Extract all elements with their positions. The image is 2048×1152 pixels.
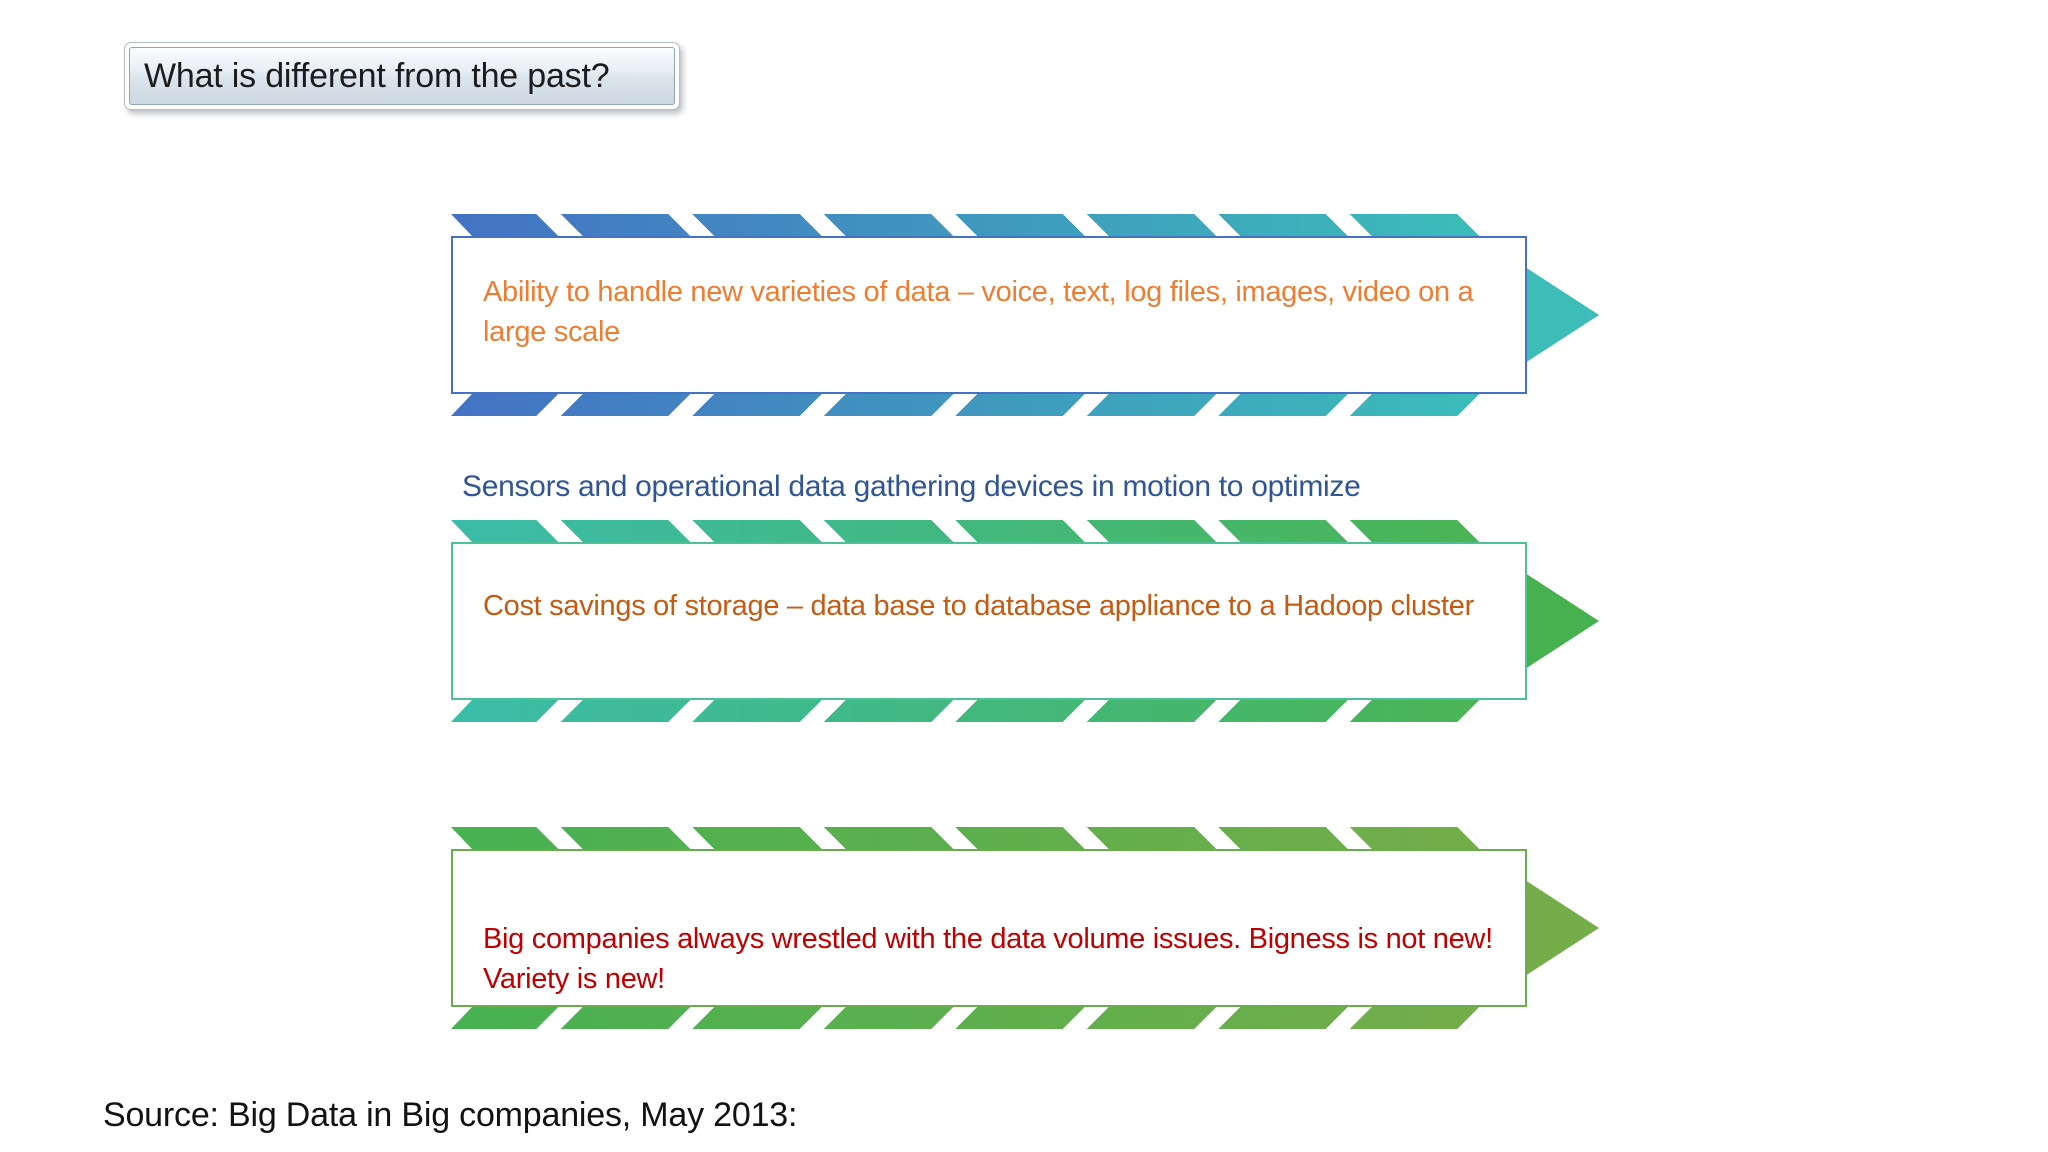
slide-title: What is different from the past?	[144, 56, 610, 95]
stripe-row-bottom-icon	[451, 394, 1487, 416]
banner-text: Ability to handle new varieties of data …	[483, 276, 1474, 348]
banner-box: Ability to handle new varieties of data …	[451, 236, 1527, 394]
stripe-row-top-icon	[451, 214, 1487, 236]
stripe-row-top-icon	[451, 827, 1487, 849]
arrowhead-icon	[1525, 573, 1599, 669]
arrowhead-icon	[1525, 880, 1599, 976]
stripe-row-top-icon	[451, 520, 1487, 542]
banner-arrow-cost-savings: Cost savings of storage – data base to d…	[451, 520, 1599, 722]
banner-text: Big companies always wrestled with the d…	[483, 923, 1493, 995]
sensors-caption: Sensors and operational data gathering d…	[462, 470, 1361, 503]
banner-box: Big companies always wrestled with the d…	[451, 849, 1527, 1007]
source-text: Source: Big Data in Big companies, May 2…	[103, 1096, 798, 1134]
banner-box: Cost savings of storage – data base to d…	[451, 542, 1527, 700]
banner-arrow-varieties: Ability to handle new varieties of data …	[451, 214, 1599, 416]
arrowhead-icon	[1525, 267, 1599, 363]
banner-arrow-volume: Big companies always wrestled with the d…	[451, 827, 1599, 1029]
banner-text: Cost savings of storage – data base to d…	[483, 590, 1474, 622]
stripe-row-bottom-icon	[451, 700, 1487, 722]
slide-title-box: What is different from the past?	[124, 42, 680, 110]
stripe-row-bottom-icon	[451, 1007, 1487, 1029]
slide-title-bevel: What is different from the past?	[129, 47, 675, 105]
